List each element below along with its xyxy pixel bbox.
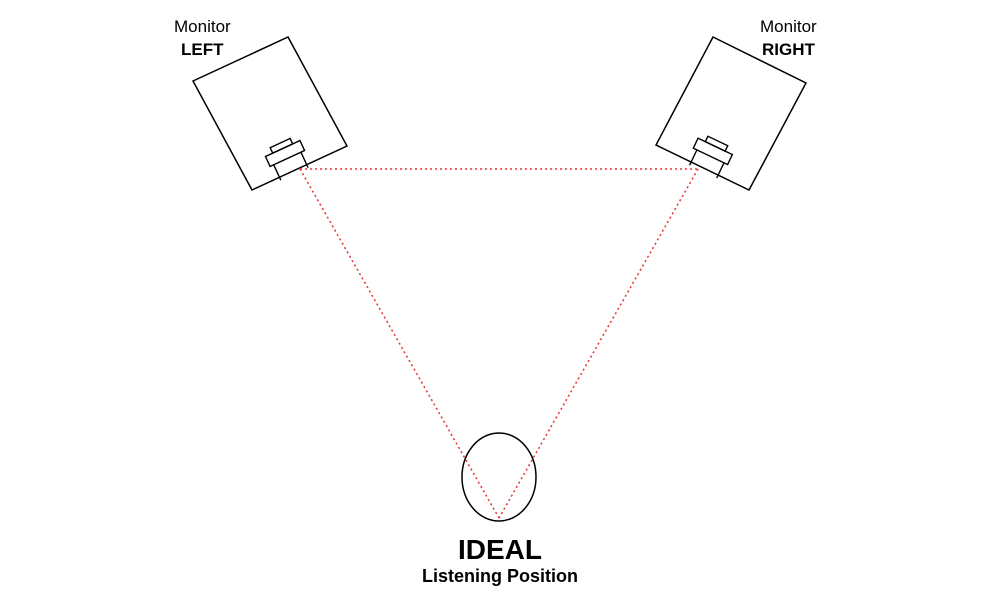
right-monitor	[654, 36, 808, 191]
left-monitor-cabinet	[191, 36, 349, 191]
left-monitor-label: Monitor	[174, 17, 231, 36]
listening-position-subtitle: Listening Position	[422, 566, 578, 586]
left-monitor-side-label: LEFT	[181, 40, 224, 59]
right-monitor-side-label: RIGHT	[762, 40, 815, 59]
left-monitor	[191, 36, 349, 191]
listener-head	[461, 432, 537, 522]
sight-line-left	[299, 168, 500, 519]
ideal-title: IDEAL	[458, 534, 542, 565]
left-monitor-driver	[264, 137, 309, 181]
right-monitor-cabinet	[654, 36, 808, 191]
sight-line-right	[498, 168, 699, 519]
right-monitor-label: Monitor	[760, 17, 817, 36]
sight-line-triangle	[299, 168, 699, 519]
right-monitor-driver	[688, 135, 734, 179]
